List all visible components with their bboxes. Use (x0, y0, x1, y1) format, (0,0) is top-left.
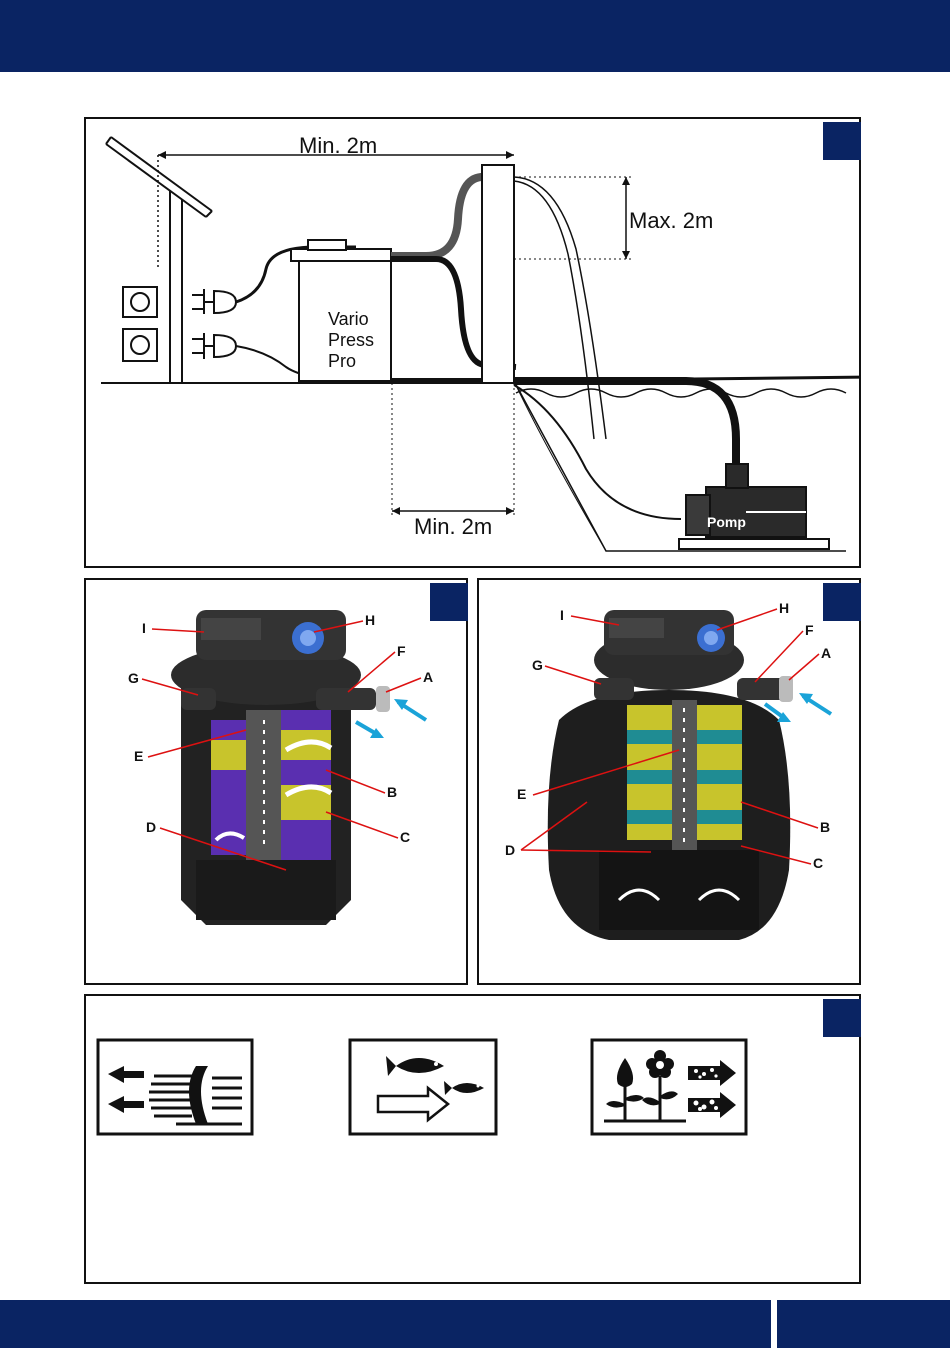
label-c: C (400, 829, 410, 845)
socket-bottom (123, 329, 157, 361)
dim-right-label: Max. 2m (629, 208, 713, 233)
label-f: F (397, 643, 406, 659)
label-a: A (821, 645, 831, 661)
icons-panel (84, 994, 861, 1284)
pump-label: Pomp (707, 514, 746, 530)
installation-diagram-panel: Min. 2m Vario Press Pro Max. 2m (84, 117, 861, 568)
unit-label-line3: Pro (328, 351, 356, 371)
filter-cutaway-panel-left: I H F A G E B D C (84, 578, 468, 985)
socket-top (123, 287, 157, 317)
label-g: G (532, 657, 543, 673)
installation-diagram: Min. 2m Vario Press Pro Max. 2m (86, 119, 861, 568)
filter-cutaway-panel-right: I H F A G E B D C (477, 578, 861, 985)
footer-bar (0, 1300, 950, 1348)
label-e: E (517, 786, 526, 802)
unit-label-line2: Press (328, 330, 374, 350)
plants-nutrients-icon (590, 1038, 748, 1138)
pump-flow-icon (96, 1038, 254, 1138)
label-h: H (779, 600, 789, 616)
header-bar (0, 0, 950, 72)
fish-icon (348, 1038, 498, 1138)
label-h: H (365, 612, 375, 628)
label-d: D (505, 842, 515, 858)
filter-cutaway-diagram-left: I H F A G E B D C (86, 580, 468, 985)
label-b: B (387, 784, 397, 800)
label-a: A (423, 669, 433, 685)
label-e: E (134, 748, 143, 764)
label-f: F (805, 622, 814, 638)
label-c: C (813, 855, 823, 871)
waterfall-post (482, 165, 514, 383)
label-i: I (560, 607, 564, 623)
dim-bottom-label: Min. 2m (414, 514, 492, 539)
panel-number-tag (823, 999, 861, 1037)
label-d: D (146, 819, 156, 835)
unit-label-line1: Vario (328, 309, 369, 329)
label-g: G (128, 670, 139, 686)
dim-top-label: Min. 2m (299, 133, 377, 158)
label-i: I (142, 620, 146, 636)
label-b: B (820, 819, 830, 835)
filter-cutaway-diagram-right: I H F A G E B D C (479, 580, 861, 985)
footer-separator (771, 1300, 777, 1348)
